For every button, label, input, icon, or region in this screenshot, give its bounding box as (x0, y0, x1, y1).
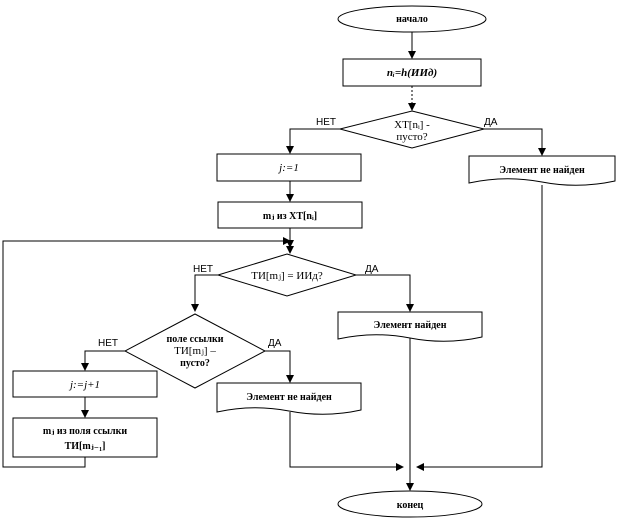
arrow-ht-yes (484, 128, 546, 156)
set-j-label: j:=1 (277, 162, 299, 174)
not-found-inner-label: Элемент не найден (246, 392, 332, 403)
label-yes-1: ДА (484, 117, 498, 128)
set-j-process: j:=1 (216, 153, 362, 182)
arrow-match-yes (356, 274, 414, 312)
not-found-right-label: Элемент не найден (499, 165, 585, 176)
arrow-loop-back (2, 237, 291, 468)
label-yes-3: ДА (268, 338, 282, 349)
decision-match-label: ТИ[mⱼ] = ИИд? (251, 270, 323, 282)
decision-ht-line-1: ХТ[nᵢ] - (394, 119, 430, 131)
decision-link-line-3: пусто? (180, 358, 210, 369)
label-yes-2: ДА (365, 264, 379, 275)
set-m-label: mⱼ из ХТ[nᵢ] (263, 211, 317, 222)
hash-process: nᵢ=h(ИИд) (342, 58, 482, 87)
decision-ht-empty: ХТ[nᵢ] - пусто? (339, 110, 485, 149)
arrow-link-yes (265, 350, 294, 383)
decision-match: ТИ[mⱼ] = ИИд? (216, 253, 358, 297)
incr-j-process: j:=j+1 (12, 370, 158, 398)
not-found-inner: Элемент не найден (216, 382, 362, 415)
set-m-process: mⱼ из ХТ[nᵢ] (217, 201, 363, 229)
next-m-line-2: ТИ[mⱼ₋₁] (65, 441, 106, 452)
next-m-process: mⱼ из поля ссылки ТИ[mⱼ₋₁] (12, 417, 158, 458)
end-terminal: конец (337, 490, 483, 518)
found-output: Элемент найден (337, 311, 483, 342)
arrow-link-no (81, 350, 125, 371)
arrow-ht-no (286, 128, 340, 154)
label-no-3: НЕТ (98, 338, 118, 349)
decision-ht-line-2: пусто? (396, 131, 427, 143)
incr-j-label: j:=j+1 (68, 379, 100, 391)
hash-label: nᵢ=h(ИИд) (387, 67, 437, 79)
end-label: конец (397, 500, 424, 511)
arrow-notfound-to-merge (289, 412, 404, 471)
arrow-notfound-right-to-merge (416, 185, 543, 471)
decision-link-line-2: ТИ[mⱼ] – (174, 345, 216, 357)
start-label: начало (396, 14, 428, 25)
label-no-1: НЕТ (316, 117, 336, 128)
arrow-match-no (191, 274, 218, 312)
connectors (2, 32, 546, 491)
start-terminal: начало (337, 5, 487, 33)
decision-link-empty: поле ссылки ТИ[mⱼ] – пусто? (123, 313, 267, 389)
found-label: Элемент найден (374, 320, 447, 331)
label-no-2: НЕТ (193, 264, 213, 275)
decision-link-line-1: поле ссылки (167, 334, 224, 345)
not-found-right: Элемент не найден (468, 155, 616, 186)
next-m-line-1: mⱼ из поля ссылки (43, 426, 127, 437)
